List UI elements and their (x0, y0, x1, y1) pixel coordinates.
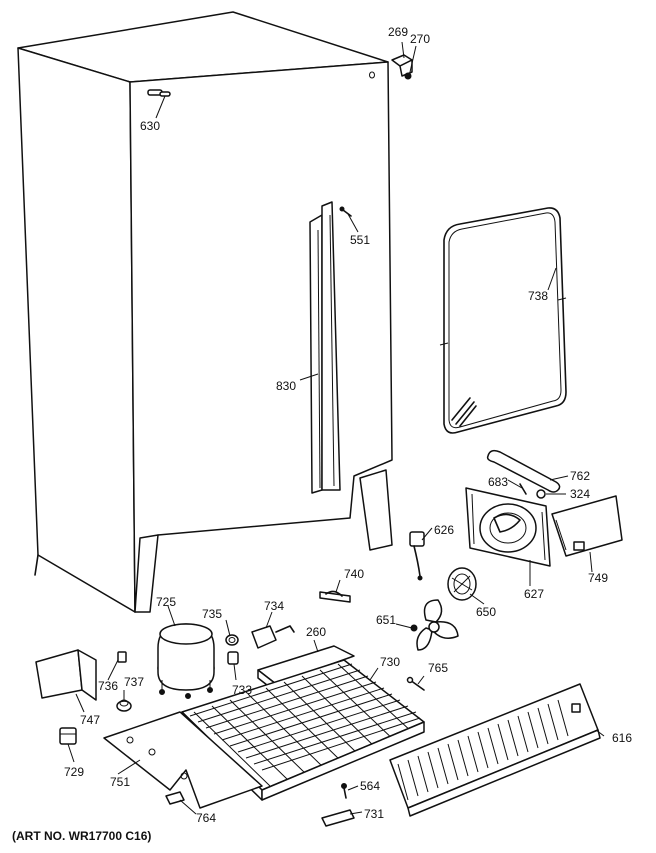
label-764: 764 (196, 811, 216, 825)
bracket-731 (321, 809, 355, 827)
label-762: 762 (570, 469, 590, 483)
grille-616 (389, 683, 601, 817)
cover-749 (551, 495, 623, 557)
screw-683 (519, 483, 527, 495)
label-626: 626 (434, 523, 454, 537)
screw-551 (339, 206, 352, 217)
label-269: 269 (388, 25, 408, 39)
label-627: 627 (524, 587, 544, 601)
compressor-725 (157, 623, 215, 699)
label-737: 737 (124, 675, 144, 689)
grommet-735 (225, 634, 239, 646)
label-551: 551 (350, 233, 370, 247)
label-270: 270 (410, 32, 430, 46)
clip-324 (536, 489, 546, 499)
leader-lines (67, 41, 605, 815)
label-765: 765 (428, 661, 448, 675)
door-gasket-738 (439, 207, 567, 434)
label-747: 747 (80, 713, 100, 727)
label-830: 830 (276, 379, 296, 393)
part-labels: 269 270 630 551 738 830 762 683 324 626 … (64, 25, 632, 825)
label-730: 730 (380, 655, 400, 669)
label-751: 751 (110, 775, 130, 789)
fan-shroud-627 (465, 487, 551, 567)
bracket-747 (35, 649, 97, 701)
label-683: 683 (488, 475, 508, 489)
evaporator-duct-762 (486, 449, 561, 493)
label-735: 735 (202, 607, 222, 621)
label-651: 651 (376, 613, 396, 627)
label-725: 725 (156, 595, 176, 609)
label-736: 736 (98, 679, 118, 693)
label-729: 729 (64, 765, 84, 779)
label-731: 731 (364, 807, 384, 821)
label-260: 260 (306, 625, 326, 639)
label-740: 740 (344, 567, 364, 581)
fitting-764 (165, 791, 185, 805)
overload-733 (227, 651, 239, 665)
screw-564 (341, 783, 347, 799)
label-630: 630 (140, 119, 160, 133)
base-plate-751 (103, 711, 263, 809)
clip-736 (117, 651, 127, 663)
label-616: 616 (612, 731, 632, 745)
label-734: 734 (264, 599, 284, 613)
sensor-626 (409, 531, 425, 581)
refrigerator-cabinet (17, 11, 393, 613)
label-733: 733 (232, 683, 252, 697)
label-564: 564 (360, 779, 380, 793)
bracket-740 (319, 590, 351, 603)
label-749: 749 (588, 571, 608, 585)
label-650: 650 (476, 605, 496, 619)
label-324: 324 (570, 487, 590, 501)
fan-motor-650 (447, 567, 477, 601)
art-number: (ART NO. WR17700 C16) (12, 829, 151, 843)
label-738: 738 (528, 289, 548, 303)
fan-blade-651 (410, 599, 459, 651)
grommet-737 (116, 699, 132, 712)
clip-765 (406, 676, 425, 691)
hinge-pin-269 (391, 54, 413, 80)
center-mullion (309, 201, 341, 494)
relay-734 (251, 625, 295, 649)
capacitor-729 (59, 727, 77, 745)
